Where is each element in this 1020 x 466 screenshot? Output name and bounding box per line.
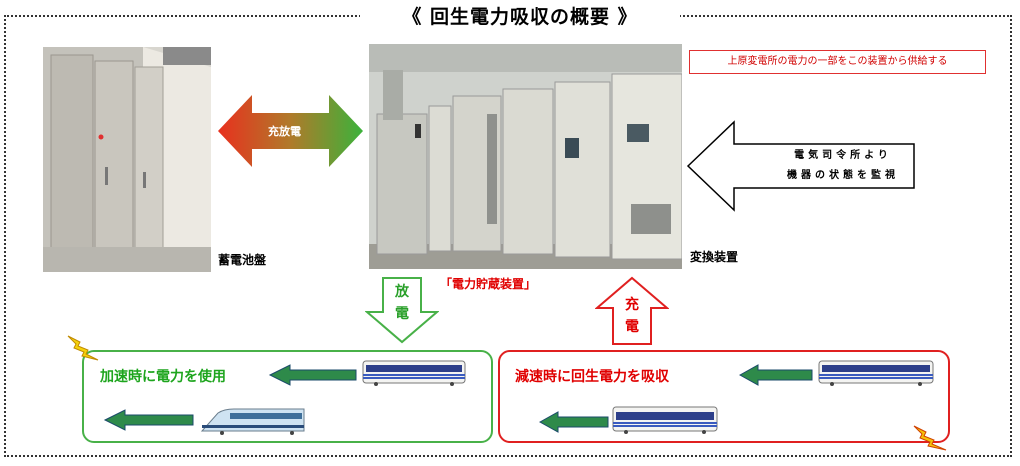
arrow-icon bbox=[103, 408, 195, 436]
arrow-icon bbox=[268, 363, 358, 391]
arrow-icon bbox=[538, 410, 610, 438]
deceleration-text: 減速時に回生電力を吸収 bbox=[515, 369, 669, 385]
train-icon bbox=[612, 405, 718, 439]
acceleration-text: 加速時に電力を使用 bbox=[100, 369, 226, 385]
discharge-arrow bbox=[364, 276, 440, 348]
converter-label: 変換装置 bbox=[690, 250, 739, 264]
storage-device-label: 「電力貯蔵装置」 bbox=[440, 277, 537, 291]
monitor-text-line2: 機器の状態を監視 bbox=[787, 170, 899, 181]
charge-discharge-label: 充放電 bbox=[268, 125, 301, 138]
supply-note: 上原変電所の電力の一部をこの装置から供給する bbox=[689, 50, 986, 74]
charge-label-2: 電 bbox=[625, 319, 639, 335]
charge-label-1: 充 bbox=[625, 297, 639, 313]
discharge-label-1: 放 bbox=[395, 284, 409, 300]
lightning-icon bbox=[912, 424, 948, 456]
battery-panel-photo bbox=[43, 47, 211, 272]
monitor-text-line1: 電気司令所より bbox=[794, 150, 892, 161]
charge-arrow bbox=[594, 276, 670, 350]
train-icon bbox=[818, 359, 934, 391]
deceleration-box bbox=[498, 350, 950, 443]
acceleration-box bbox=[82, 350, 493, 443]
battery-panel-label: 蓄電池盤 bbox=[218, 253, 267, 267]
discharge-label-2: 電 bbox=[395, 306, 409, 322]
charge-discharge-arrow bbox=[218, 95, 363, 171]
arrow-icon bbox=[738, 363, 814, 391]
diagram-title: 《 回生電力吸収の概要 》 bbox=[360, 2, 680, 32]
train-icon bbox=[200, 407, 306, 441]
lightning-icon bbox=[66, 334, 100, 366]
converter-photo bbox=[369, 44, 682, 269]
monitor-arrow bbox=[686, 120, 916, 216]
train-icon bbox=[362, 359, 466, 391]
